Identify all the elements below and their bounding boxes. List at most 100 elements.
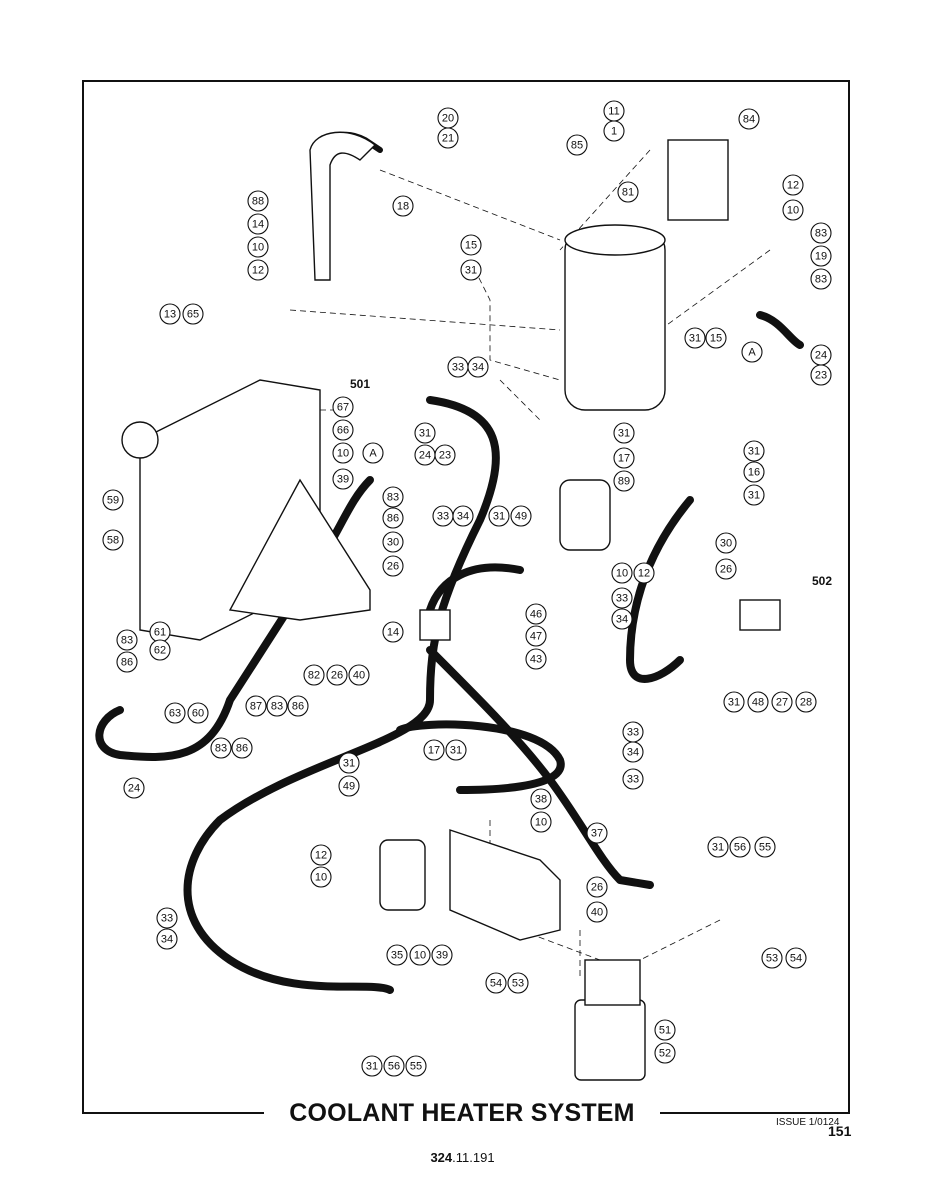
callout-label: 14	[387, 627, 399, 639]
callout-circle	[761, 947, 783, 969]
callout-label: 26	[591, 882, 603, 894]
callout-label: 38	[535, 794, 547, 806]
callout-label: 15	[710, 333, 722, 345]
callout-label: 10	[616, 568, 628, 580]
callout-label: 10	[414, 950, 426, 962]
callout-label: 34	[457, 511, 469, 523]
callout-label: 34	[472, 362, 484, 374]
callout-label: 12	[638, 568, 650, 580]
callout-circle	[715, 558, 737, 580]
fuel-tank-cap	[121, 421, 159, 459]
callout-label: 33	[616, 593, 628, 605]
callout-c31l: 31	[361, 1055, 383, 1077]
callout-circle	[613, 447, 635, 469]
callout-circle	[423, 739, 445, 761]
callout-circle	[705, 327, 727, 349]
callout-circle	[149, 639, 171, 661]
callout-c67: 67	[332, 396, 354, 418]
callout-circle	[187, 702, 209, 724]
callout-circle	[707, 836, 729, 858]
callout-label: 31	[450, 745, 462, 757]
callout-circle	[611, 562, 633, 584]
callout-c48: 48	[747, 691, 769, 713]
callout-label: 10	[535, 817, 547, 829]
callout-c17a: 17	[613, 447, 635, 469]
callout-label: 20	[442, 113, 454, 125]
callout-c12b: 12	[247, 259, 269, 281]
callout-label: 61	[154, 627, 166, 639]
callout-label: 31	[343, 758, 355, 770]
callout-c37: 37	[586, 822, 608, 844]
callout-circle	[525, 603, 547, 625]
callout-circle	[382, 507, 404, 529]
callout-circle	[362, 442, 384, 464]
callout-c21: 21	[437, 127, 459, 149]
callout-circle	[488, 505, 510, 527]
callout-label: 31	[618, 428, 630, 440]
callout-circle	[460, 234, 482, 256]
callout-circle	[785, 947, 807, 969]
callout-c38: 38	[530, 788, 552, 810]
callout-c55a: 55	[754, 836, 776, 858]
callout-circle	[782, 174, 804, 196]
callout-label: 31	[748, 490, 760, 502]
callout-c10b: 10	[247, 236, 269, 258]
callout-label: 35	[391, 950, 403, 962]
callout-circle	[611, 608, 633, 630]
callout-label: 10	[787, 205, 799, 217]
callout-c12c: 12	[633, 562, 655, 584]
callout-label: 83	[215, 743, 227, 755]
callout-c23b: 23	[434, 444, 456, 466]
callout-c33c: 33	[611, 587, 633, 609]
callout-circle	[431, 944, 453, 966]
callout-c83c: 83	[382, 486, 404, 508]
callout-c81: 81	[617, 181, 639, 203]
callout-c30b: 30	[715, 532, 737, 554]
callout-c85: 85	[566, 134, 588, 156]
callout-c83a: 83	[810, 222, 832, 244]
callout-c82: 82	[303, 664, 325, 686]
callout-label: 14	[252, 219, 264, 231]
callout-c83d: 83	[116, 629, 138, 651]
callout-circle	[525, 625, 547, 647]
callout-circle	[247, 236, 269, 258]
fuel-line	[95, 476, 374, 761]
callout-circle	[116, 651, 138, 673]
callout-c24c: 24	[123, 777, 145, 799]
callout-label: A	[748, 347, 756, 359]
callout-label: 67	[337, 402, 349, 414]
callout-circle	[452, 505, 474, 527]
callout-c26c: 26	[326, 664, 348, 686]
callout-circle	[332, 442, 354, 464]
callout-circle	[743, 484, 765, 506]
callout-label: 27	[776, 697, 788, 709]
callout-label: 31	[689, 333, 701, 345]
callout-c10f: 10	[310, 866, 332, 888]
callout-c1: 1	[603, 120, 625, 142]
callout-circle	[434, 444, 456, 466]
callout-circle	[654, 1019, 676, 1041]
callout-label: 16	[748, 467, 760, 479]
callout-circle	[613, 470, 635, 492]
document-number: 324.11.191	[0, 1150, 925, 1165]
callout-c31j: 31	[445, 739, 467, 761]
callout-circle	[617, 181, 639, 203]
callout-label: 26	[720, 564, 732, 576]
callout-label: 31	[493, 511, 505, 523]
callout-label: 86	[236, 743, 248, 755]
callout-label: 17	[618, 453, 630, 465]
callout-c26b: 26	[715, 558, 737, 580]
callout-label: 33	[627, 774, 639, 786]
callout-label: 23	[439, 450, 451, 462]
callout-c34c: 34	[611, 608, 633, 630]
callout-label: 53	[512, 978, 524, 990]
callout-circle	[525, 648, 547, 670]
callout-circle	[743, 440, 765, 462]
callout-circle	[507, 972, 529, 994]
coolant-tee	[739, 599, 781, 631]
callout-label: 31	[465, 265, 477, 277]
callout-c23a: 23	[810, 364, 832, 386]
callout-label: 31	[366, 1061, 378, 1073]
